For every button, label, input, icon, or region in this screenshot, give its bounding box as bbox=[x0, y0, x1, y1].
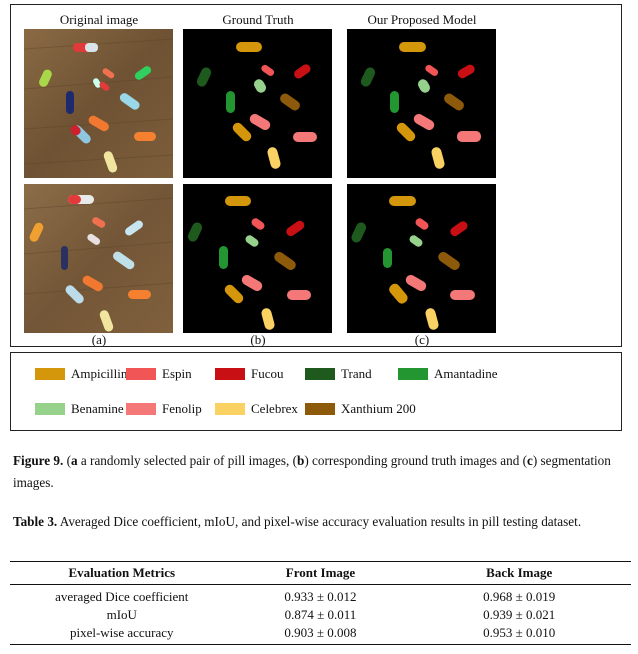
back-value: 0.968 ± 0.019 bbox=[483, 589, 556, 604]
legend-swatch bbox=[305, 368, 335, 380]
legend-frame bbox=[10, 352, 622, 431]
caption-text-c: ) segmentation images. bbox=[13, 453, 611, 490]
table-header-row: Evaluation Metrics Front Image Back Imag… bbox=[10, 561, 631, 585]
back-value: 0.953 ± 0.010 bbox=[407, 624, 631, 645]
column-title-ground-truth: Ground Truth bbox=[222, 12, 294, 27]
legend-item-fucou: Fucou bbox=[215, 366, 284, 382]
sub-label-a: (a) bbox=[91, 332, 107, 347]
table-caption-text: Averaged Dice coefficient, mIoU, and pix… bbox=[57, 514, 582, 529]
legend-swatch bbox=[126, 403, 156, 415]
legend-label: Fenolip bbox=[162, 401, 202, 416]
legend-swatch bbox=[126, 368, 156, 380]
ground-truth-back bbox=[183, 184, 332, 333]
metric-name: pixel-wise accuracy bbox=[10, 624, 234, 645]
table-row: averaged Dice coefficient 0.933 ± 0.012 … bbox=[10, 585, 631, 607]
figure-caption: Figure 9. (a a randomly selected pair of… bbox=[13, 453, 611, 490]
sub-label-b: (b) bbox=[250, 332, 266, 347]
back-value: 0.939 ± 0.021 bbox=[483, 607, 556, 622]
header-back-image: Back Image bbox=[407, 561, 631, 585]
metric-name: mIoU bbox=[106, 607, 137, 622]
legend-label: Amantadine bbox=[434, 366, 498, 381]
caption-ref-b: b bbox=[296, 453, 305, 468]
sub-label-c: (c) bbox=[414, 332, 430, 347]
legend-label: Trand bbox=[341, 366, 372, 381]
original-image-back bbox=[24, 184, 173, 333]
legend-label: Espin bbox=[162, 366, 192, 381]
metric-name: averaged Dice coefficient bbox=[55, 589, 189, 604]
original-image-front bbox=[24, 29, 173, 178]
legend-swatch bbox=[35, 368, 65, 380]
legend-item-espin: Espin bbox=[126, 366, 192, 382]
column-title-model: Our Proposed Model bbox=[367, 12, 477, 27]
caption-text-a: a randomly selected pair of pill images,… bbox=[77, 453, 297, 468]
legend-item-trand: Trand bbox=[305, 366, 372, 382]
model-output-front bbox=[347, 29, 496, 178]
column-title-original: Original image bbox=[59, 12, 139, 27]
caption-ref-c: c bbox=[526, 453, 533, 468]
legend-swatch bbox=[35, 403, 65, 415]
header-front-image: Front Image bbox=[233, 561, 408, 585]
legend-swatch bbox=[215, 368, 245, 380]
legend-label: Ampicillin bbox=[71, 366, 128, 381]
legend-item-amantadine: Amantadine bbox=[398, 366, 498, 382]
ground-truth-front bbox=[183, 29, 332, 178]
results-table: Evaluation Metrics Front Image Back Imag… bbox=[10, 561, 631, 645]
caption-ref-a: a bbox=[71, 453, 78, 468]
legend-swatch bbox=[398, 368, 428, 380]
model-output-back bbox=[347, 184, 496, 333]
legend-item-xanthium-200: Xanthium 200 bbox=[305, 401, 416, 417]
front-value: 0.933 ± 0.012 bbox=[284, 589, 357, 604]
legend-item-celebrex: Celebrex bbox=[215, 401, 298, 417]
caption-text-b: ) corresponding ground truth images and … bbox=[304, 453, 527, 468]
legend-label: Celebrex bbox=[251, 401, 298, 416]
legend-label: Benamine bbox=[71, 401, 124, 416]
legend-item-benamine: Benamine bbox=[35, 401, 124, 417]
legend-item-ampicillin: Ampicillin bbox=[35, 366, 127, 382]
table-row: pixel-wise accuracy 0.903 ± 0.008 0.953 … bbox=[10, 624, 631, 645]
legend-label: Fucou bbox=[251, 366, 284, 381]
table-label: Table 3. bbox=[13, 514, 58, 529]
legend-item-fenolip: Fenolip bbox=[126, 401, 202, 417]
front-value: 0.903 ± 0.008 bbox=[233, 624, 408, 645]
legend-swatch bbox=[305, 403, 335, 415]
table-caption: Table 3. Averaged Dice coefficient, mIoU… bbox=[13, 511, 625, 533]
legend-swatch bbox=[215, 403, 245, 415]
figure-frame bbox=[10, 4, 622, 347]
header-evaluation-metrics: Evaluation Metrics bbox=[10, 561, 234, 585]
table-row: mIoU 0.874 ± 0.011 0.939 ± 0.021 bbox=[10, 606, 631, 624]
figure-label: Figure 9. bbox=[13, 453, 64, 468]
front-value: 0.874 ± 0.011 bbox=[284, 607, 357, 622]
legend-label: Xanthium 200 bbox=[341, 401, 416, 416]
